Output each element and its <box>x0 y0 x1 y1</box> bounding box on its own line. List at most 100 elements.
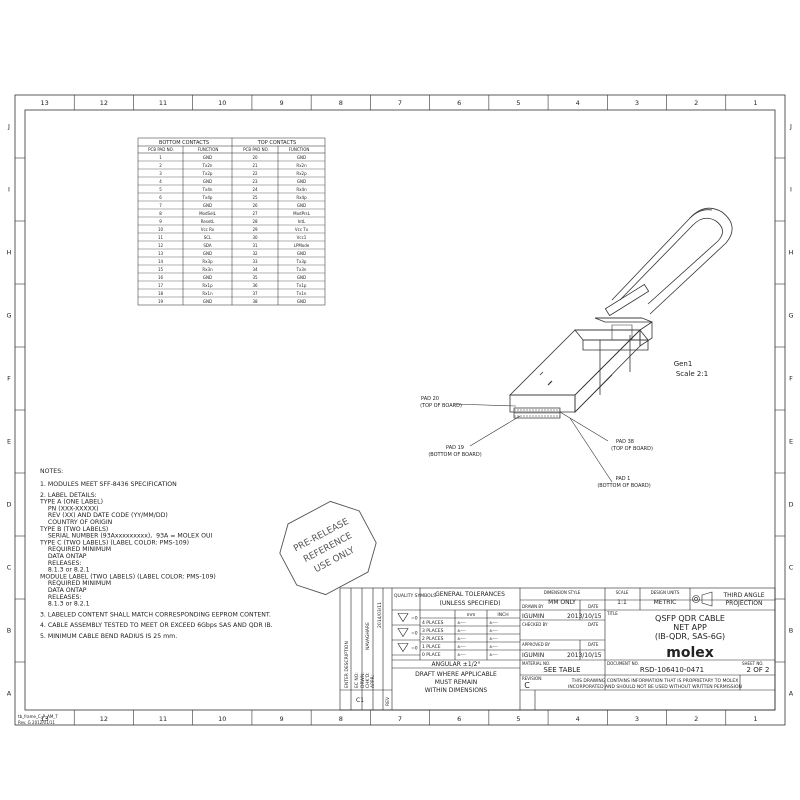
bottom-contacts-header: BOTTOM CONTACTS <box>159 140 209 146</box>
note-line: 2. LABEL DETAILS: <box>40 492 97 499</box>
bottom-pad-number: 10 <box>158 227 164 232</box>
material-label: MATERIAL NO. <box>522 661 550 666</box>
top-pad-function: Rx2n <box>296 163 307 168</box>
design-units-label: DESIGN UNITS <box>651 590 680 595</box>
rev-description-label: ENTER DESCRIPTION <box>344 641 350 688</box>
top-pad-number: 34 <box>252 267 258 272</box>
tolerance-place-label: 2 PLACES <box>422 636 444 642</box>
zone-row-label-right: I <box>790 186 792 194</box>
col-header-top-pad: PCB PAD NO. <box>243 147 269 152</box>
bottom-pad-number: 9 <box>159 219 162 224</box>
note-line: PN (XXX-XXXXX) <box>40 505 99 512</box>
bottom-pad-number: 2 <box>159 163 162 168</box>
pull-tab <box>604 207 733 317</box>
quality-symbol-text: =0 <box>411 631 418 637</box>
bottom-pad-number: 17 <box>158 283 164 288</box>
bottom-pad-number: 12 <box>158 243 164 248</box>
zone-col-label-bottom: 4 <box>576 715 580 723</box>
note-line: 1. MODULES MEET SFF-8436 SPECIFICATION <box>40 481 177 488</box>
top-pad-function: GND <box>297 203 306 208</box>
top-pad-function: GND <box>297 155 306 160</box>
top-pad-function: GND <box>297 251 306 256</box>
sheet-frame <box>14 94 786 726</box>
top-pad-number: 29 <box>252 227 258 232</box>
bottom-pad-number: 4 <box>159 179 162 184</box>
zone-ticks <box>15 95 785 725</box>
bottom-pad-number: 8 <box>159 211 162 216</box>
bottom-pad-number: 13 <box>158 251 164 256</box>
approved-date-value: 2013/10/15 <box>567 652 602 659</box>
molex-logo: molex <box>666 645 714 661</box>
bottom-pad-number: 7 <box>159 203 162 208</box>
frame-footer-line1: tb_frame_C_P_AM_T <box>18 714 58 719</box>
rev-date: 2014/03/11 <box>377 602 383 628</box>
bottom-pad-function: GND <box>203 203 212 208</box>
zone-col-label-bottom: 13 <box>40 715 48 723</box>
scale-label: Scale 2:1 <box>676 370 708 378</box>
zone-col-label-bottom: 5 <box>516 715 520 723</box>
zone-col-label-top: 4 <box>576 99 580 107</box>
zone-col-label-bottom: 1 <box>753 715 757 723</box>
bottom-pad-function: GND <box>203 251 212 256</box>
top-pad-function: ModPrsL <box>293 211 311 216</box>
note-line: TYPE A (ONE LABEL) <box>39 499 103 506</box>
pre-release-stamp: PRE-RELEASE REFERENCE USE ONLY <box>279 500 377 596</box>
zone-row-label-left: I <box>8 186 10 194</box>
zone-row-label-left: B <box>7 627 11 635</box>
projection-line1: THIRD ANGLE <box>722 592 764 599</box>
tolerance-inch-value: ±--- <box>489 620 498 626</box>
checked-by-label: CHECKED BY <box>522 622 548 627</box>
note-line: 8.1.3 or 8.2.1 <box>40 567 90 574</box>
bottom-pad-function: Tx4p <box>202 195 213 200</box>
module-body <box>509 317 653 413</box>
zone-col-label-top: 2 <box>694 99 698 107</box>
drawn-date-label: DATE <box>588 604 599 609</box>
tolerance-mm-value: ±--- <box>457 628 466 634</box>
dimension-style-value: MM ONLY <box>548 599 576 606</box>
pad20-label: PAD 20 <box>421 396 439 402</box>
zone-row-label-right: E <box>789 438 793 446</box>
top-pad-function: Rx4p <box>296 195 307 200</box>
top-pad-number: 30 <box>252 235 258 240</box>
zone-col-label-bottom: 2 <box>694 715 698 723</box>
bottom-pad-number: 15 <box>158 267 164 272</box>
quality-symbols-label: QUALITY SYMBOLS <box>394 593 436 599</box>
zone-row-label-right: A <box>789 690 794 698</box>
tolerance-place-label: 0 PLACE <box>422 652 441 658</box>
projection-line2: PROJECTION <box>726 600 763 607</box>
bottom-pad-number: 16 <box>158 275 164 280</box>
bottom-pad-function: GND <box>203 155 212 160</box>
dimension-style-label: DIMENSION STYLE <box>544 590 581 595</box>
pad1-label: PAD 1 <box>616 476 631 482</box>
top-pad-function: LPMode <box>294 243 310 248</box>
bottom-pad-function: Tx2n <box>202 163 213 168</box>
tolerance-inch-value: ±--- <box>489 628 498 634</box>
bottom-pad-function: ModSelL <box>199 211 217 216</box>
drawn-by-label: DRAWN BY <box>522 604 544 609</box>
quality-triangle-icon <box>397 643 409 653</box>
quality-triangle-icon <box>397 628 409 638</box>
bottom-pad-function: SDA <box>203 243 212 248</box>
title-line1: QSFP QDR CABLE <box>655 614 725 623</box>
unless-specified-label: (UNLESS SPECIFIED) <box>439 600 500 607</box>
col-header-bottom-function: FUNCTION <box>198 147 219 152</box>
document-value: RSD-106410-0471 <box>640 666 704 674</box>
proprietary-line2: INCORPORATED AND SHOULD NOT BE USED WITH… <box>568 684 742 690</box>
approved-date-label: DATE <box>588 642 599 647</box>
gen-label: Gen1 <box>674 360 693 368</box>
top-pad-number: 23 <box>252 179 258 184</box>
tolerance-mm-value: ±--- <box>457 636 466 642</box>
zone-col-label-top: 1 <box>753 99 757 107</box>
qsfp-drawing <box>453 207 733 483</box>
contacts-table: BOTTOM CONTACTS TOP CONTACTS PCB PAD NO.… <box>137 137 326 306</box>
bottom-pad-function: ResetL <box>201 219 215 224</box>
bottom-pad-function: GND <box>203 179 212 184</box>
bottom-pad-function: Rx3n <box>202 267 213 272</box>
zone-row-label-right: D <box>788 501 793 509</box>
quality-symbol-text: =0 <box>411 646 418 652</box>
zone-col-label-top: 8 <box>339 99 343 107</box>
bottom-pad-function: Rx1p <box>202 283 213 288</box>
revision-value: C <box>524 681 530 690</box>
quality-triangle-icon <box>397 613 409 623</box>
